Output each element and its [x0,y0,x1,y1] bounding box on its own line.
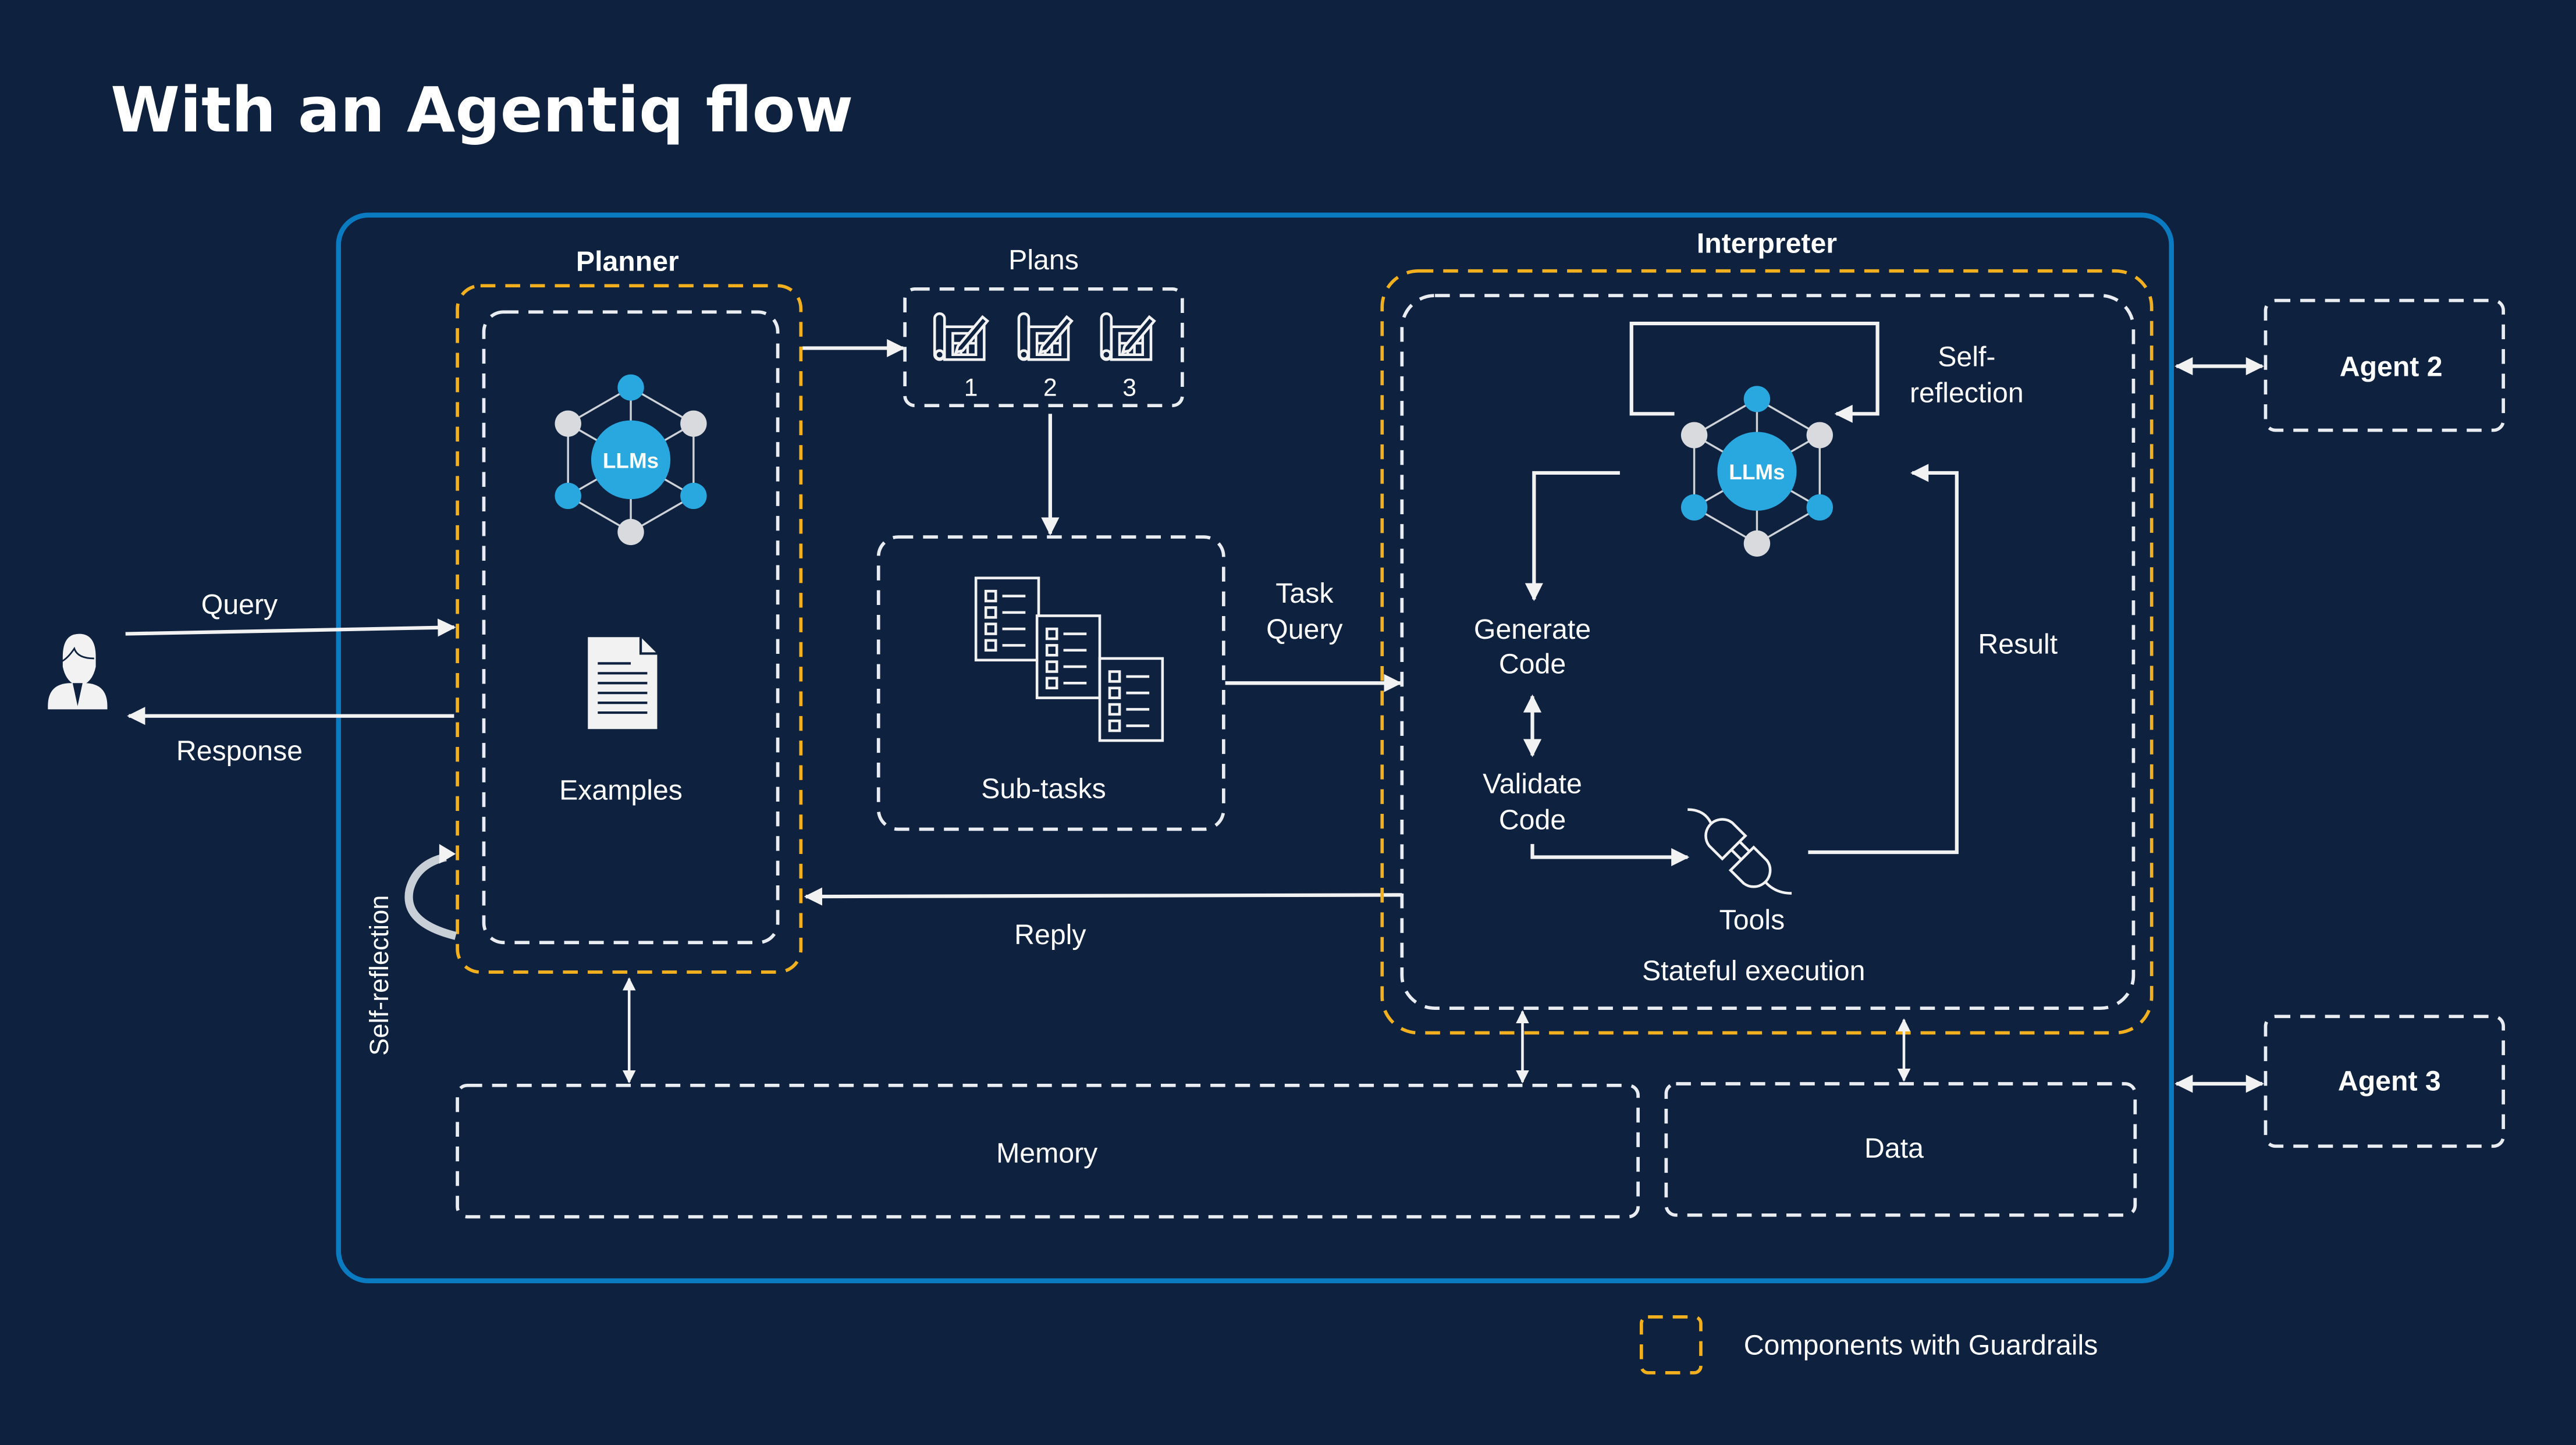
interpreter-heading: Interpreter [1697,228,1837,259]
plug-icon [1687,808,1792,895]
query-label: Query [201,589,278,621]
interpreter-llm-label: LLMs [1729,460,1785,484]
validate-code-line1: Validate [1483,768,1582,799]
agent-3-label: Agent 3 [2338,1065,2441,1097]
plans-heading: Plans [1008,244,1079,276]
guardrail-legend-label: Components with Guardrails [1744,1330,2098,1361]
validate-code-line2: Code [1499,805,1566,836]
result-arrow [1808,464,1959,855]
page-title: With an Agentiq flow [111,74,853,147]
document-icon [588,637,658,729]
task-query-label-line2: Query [1266,614,1342,645]
blueprint-icon [1019,314,1072,360]
interpreter-self-reflection-line2: reflection [1910,378,2024,409]
llm-to-generate-arrow [1525,471,1620,602]
checklist-icon [976,578,1163,741]
subtasks-box [876,535,1225,831]
stateful-execution-label: Stateful execution [1642,955,1865,987]
planner-llm-icon: LLMs [553,373,708,546]
task-query-label-line1: Task [1275,578,1334,609]
validate-to-tools-arrow [1530,843,1690,866]
blueprint-icon [935,314,987,360]
plan-item-2: 2 [1019,314,1072,401]
subtasks-label: Sub-tasks [981,773,1106,805]
planner-llm-label: LLMs [603,449,659,473]
interpreter-self-reflection-line1: Self- [1938,341,1995,373]
agent-3-box[interactable] [2264,1015,2505,1148]
reply-label: Reply [1014,919,1086,951]
tools-label: Tools [1719,905,1785,936]
examples-label: Examples [559,775,683,806]
svg-text:2: 2 [1043,373,1057,401]
svg-text:1: 1 [964,373,978,401]
interpreter-llm-icon: LLMs [1680,385,1834,558]
agent-2-label: Agent 2 [2340,351,2443,383]
result-label: Result [1978,629,2058,660]
generate-code-line1: Generate [1474,614,1591,645]
blueprint-icon [1102,314,1154,360]
guardrail-legend-swatch [1639,1315,1703,1375]
agent-2-box[interactable] [2264,298,2505,432]
self-reflection-loop-arrow [1629,321,1879,423]
agentiq-system-container [336,212,2174,1283]
user-icon [48,633,108,710]
response-label: Response [176,735,303,767]
data-label: Data [1864,1133,1924,1164]
planner-self-reflection-label: Self-reflection [364,895,394,1056]
query-arrow [125,618,456,637]
memory-box [456,1084,1640,1219]
interpreter-box [1400,294,2136,1010]
memory-label: Memory [996,1138,1097,1169]
self-reflection-curved-arrow-icon [404,843,457,940]
data-box [1664,1082,2137,1217]
planner-box [482,310,780,945]
interpreter-guardrail-box [1380,269,2154,1035]
planner-heading: Planner [576,246,679,277]
generate-code-line2: Code [1499,648,1566,679]
reply-arrow [804,887,1402,906]
plan-item-3: 3 [1102,314,1154,401]
plans-box [903,287,1184,408]
plan-item-1: 1 [935,314,987,401]
planner-guardrail-box [456,284,803,974]
svg-text:3: 3 [1122,373,1136,401]
